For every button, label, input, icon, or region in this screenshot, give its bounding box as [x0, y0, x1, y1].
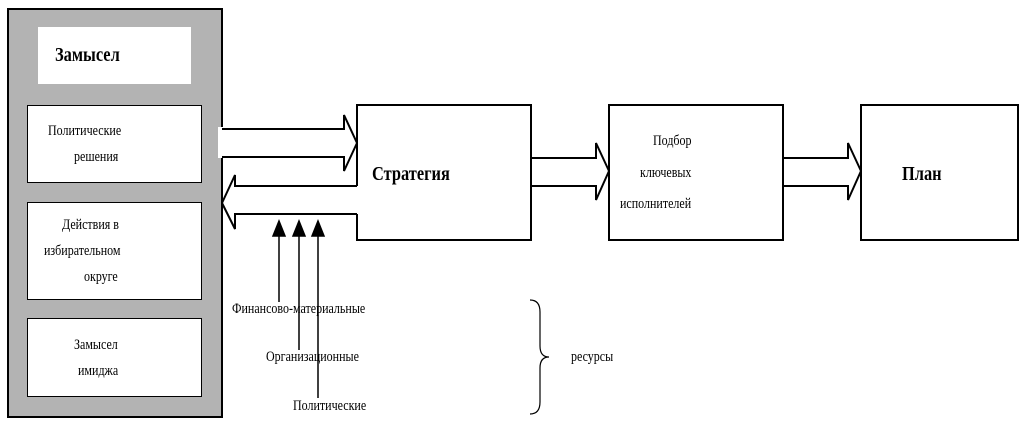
resource-organizational: Организационные — [266, 349, 359, 365]
image-concept-box — [27, 318, 202, 397]
selection-label-1: Подбор — [653, 133, 692, 149]
arrow-to-plan — [783, 142, 862, 201]
district-actions-box — [27, 202, 202, 300]
resources-label: ресурсы — [571, 349, 614, 365]
resource-political: Политические — [293, 398, 367, 414]
political-decisions-box — [27, 105, 202, 183]
district-actions-label-3: округе — [84, 269, 118, 285]
panel-gap — [218, 127, 224, 158]
resource-financial: Финансово-материальные — [232, 301, 366, 317]
concept-title: Замысел — [55, 44, 120, 66]
plan-box — [860, 104, 1019, 241]
strategy-box — [356, 104, 532, 241]
resources-brace — [529, 299, 550, 415]
strategy-label: Стратегия — [372, 163, 450, 185]
political-decisions-label-2: решения — [74, 149, 119, 165]
arrow-back-to-panel — [221, 174, 357, 230]
district-actions-label-1: Действия в — [62, 217, 119, 233]
resource-arrows — [271, 218, 326, 398]
district-actions-label-2: избирательном — [44, 243, 121, 259]
image-concept-label-2: имиджа — [78, 363, 119, 379]
selection-label-2: ключевых — [640, 165, 692, 181]
arrow-to-selection — [531, 142, 610, 201]
selection-box — [608, 104, 784, 241]
image-concept-label-1: Замысел — [74, 337, 118, 353]
concept-title-box — [38, 27, 191, 84]
political-decisions-label-1: Политические — [48, 123, 122, 139]
plan-label: План — [902, 163, 942, 185]
arrow-to-strategy — [222, 114, 358, 172]
selection-label-3: исполнителей — [620, 196, 692, 212]
